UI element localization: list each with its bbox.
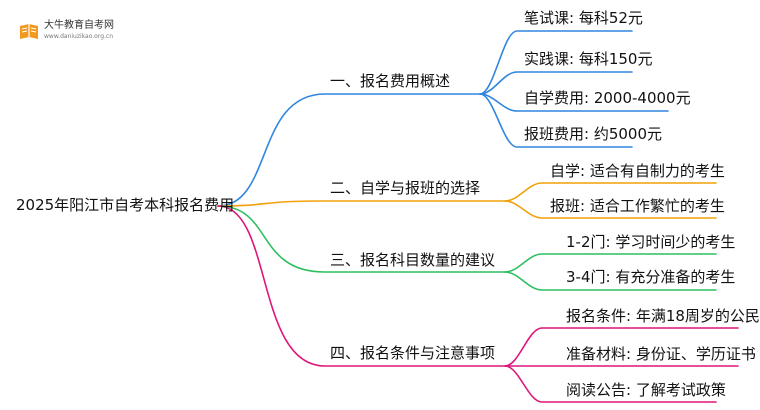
book-logo-icon (20, 24, 38, 39)
leaf-1-2-subjects: 1-2门: 学习时间少的考生 (566, 233, 736, 251)
leaf-connector-4-3 (504, 365, 717, 403)
leaf-practice-course-fee: 实践课: 每科150元 (524, 50, 653, 68)
leaf-connector-2-2 (504, 200, 717, 219)
root-topic: 2025年阳江市自考本科报名费用 (16, 196, 235, 214)
leaf-class-cost: 报班费用: 约5000元 (524, 125, 662, 143)
branch-connector-1 (217, 93, 481, 207)
leaf-connector-2-1 (504, 182, 717, 202)
leaf-written-course-fee: 笔试课: 每科52元 (524, 9, 643, 27)
branch-subject-count: 三、报名科目数量的建议 (330, 251, 496, 269)
leaf-eligibility: 报名条件: 年满18周岁的公民 (566, 307, 760, 325)
branch-fee-overview: 一、报名费用概述 (330, 72, 451, 90)
leaf-3-4-subjects: 3-4门: 有充分准备的考生 (566, 268, 736, 286)
leaf-self-study-cost: 自学费用: 2000-4000元 (524, 89, 691, 107)
leaf-connector-3-2 (504, 271, 717, 291)
branch-connector-3 (217, 205, 506, 273)
branch-connector-4 (217, 205, 506, 367)
leaf-connector-4-1 (504, 327, 739, 367)
brand-logo: 大牛教育自考网 www.daniuzikao.org.cn (18, 20, 126, 44)
leaf-announcement: 阅读公告: 了解考试政策 (566, 381, 726, 399)
leaf-connector-1-2 (479, 71, 633, 95)
branch-conditions-notes: 四、报名条件与注意事项 (330, 344, 496, 362)
leaf-connector-1-3 (479, 93, 669, 112)
leaf-connector-3-1 (504, 253, 717, 273)
leaf-materials: 准备材料: 身份证、学历证书 (566, 345, 756, 363)
brand-name: 大牛教育自考网 (44, 20, 114, 31)
leaf-self-study: 自学: 适合有自制力的考生 (550, 162, 725, 180)
leaf-connector-1-4 (479, 93, 633, 148)
brand-url: www.daniuzikao.org.cn (44, 33, 114, 40)
leaf-class: 报班: 适合工作繁忙的考生 (550, 197, 725, 215)
branch-study-choice: 二、自学与报班的选择 (330, 179, 481, 197)
branch-connector-2 (217, 200, 506, 207)
leaf-connector-1-1 (479, 30, 633, 95)
